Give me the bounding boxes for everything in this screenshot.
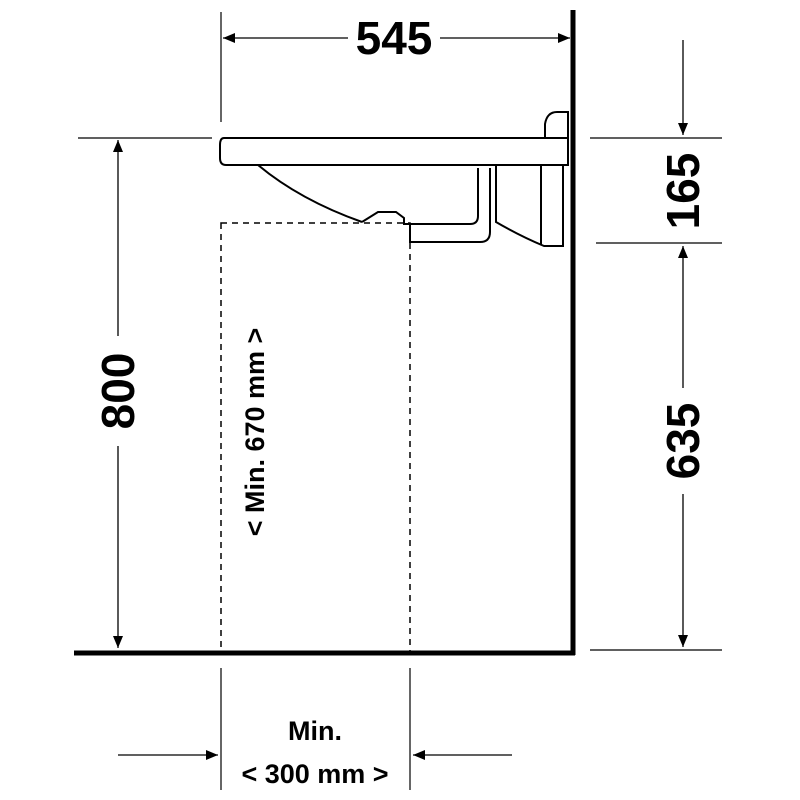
basin-drain <box>361 168 491 243</box>
knee-clearance-area <box>220 222 411 654</box>
min-knee-depth-label: < 300 mm > <box>241 759 388 789</box>
basin-drain-inner <box>410 168 479 225</box>
dimension-635-label: 635 <box>657 403 709 480</box>
dimension-545-label: 545 <box>356 12 433 64</box>
min-knee-depth-prefix: Min. <box>288 716 342 746</box>
dimension-basin-depth: 165 <box>657 40 709 229</box>
dimension-165-label: 165 <box>657 153 709 230</box>
basin-rear-body <box>495 165 564 247</box>
dimension-top-width: 545 <box>223 12 570 64</box>
extension-lines <box>78 12 722 790</box>
basin-tap-ledge <box>544 111 569 138</box>
min-knee-height-label: < Min. 670 mm > <box>240 328 270 537</box>
dimension-min-knee-depth: Min. < 300 mm > <box>118 716 512 789</box>
dimension-800-label: 800 <box>92 353 144 430</box>
washbasin <box>219 111 569 247</box>
basin-top-slab <box>219 137 569 166</box>
dimension-clearance-height: 635 <box>657 246 709 647</box>
dimension-total-height: 800 <box>92 140 144 648</box>
basin-bowl <box>257 164 363 223</box>
